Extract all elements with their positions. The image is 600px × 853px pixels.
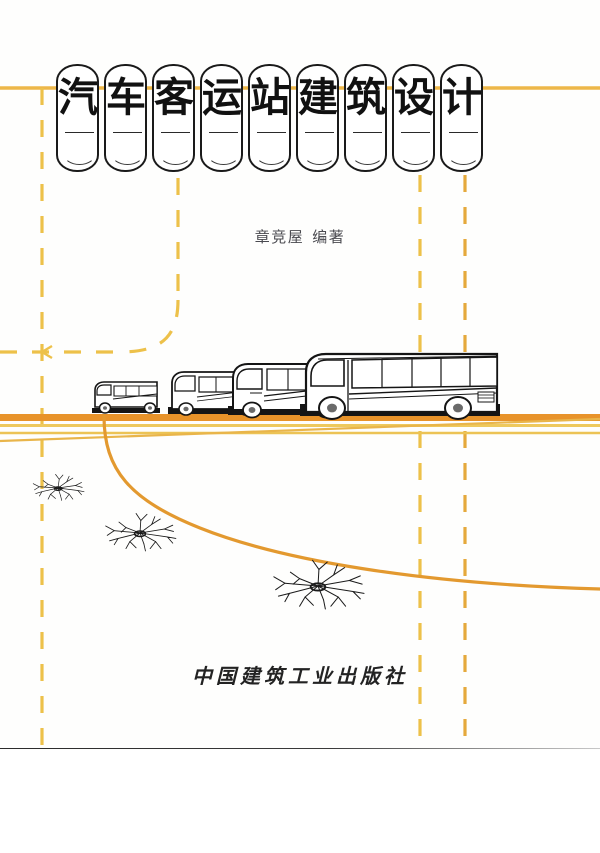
apron-pavement-band xyxy=(0,414,600,421)
page-bottom-rule xyxy=(0,748,600,749)
title-capsule-1: 汽 xyxy=(56,64,99,172)
kerb-diagonal-line xyxy=(0,417,600,443)
cover-title: 汽 车 客 运 站 xyxy=(56,64,483,172)
title-capsule-4: 运 xyxy=(200,64,243,172)
title-char-1: 汽 xyxy=(58,75,98,121)
capsule-rule xyxy=(113,132,142,134)
capsule-rule xyxy=(257,132,286,134)
author-credit: 章竞屋编著 xyxy=(0,226,600,247)
title-char-4: 运 xyxy=(202,75,242,121)
title-capsule-5: 站 xyxy=(248,64,291,172)
title-char-8: 设 xyxy=(394,75,434,121)
title-capsule-2: 车 xyxy=(104,64,147,172)
title-capsule-8: 设 xyxy=(392,64,435,172)
cover-print-area: 汽 车 客 运 站 xyxy=(0,64,600,748)
capsule-arc xyxy=(207,152,240,165)
title-capsule-9: 计 xyxy=(440,64,483,172)
title-capsule-6: 建 xyxy=(296,64,339,172)
title-char-7: 筑 xyxy=(346,75,386,121)
title-capsule-7: 筑 xyxy=(344,64,387,172)
capsule-arc xyxy=(159,152,192,165)
title-char-2: 车 xyxy=(106,75,146,121)
title-char-5: 站 xyxy=(250,75,290,121)
publisher-name: 中国建筑工业出版社 xyxy=(192,664,408,688)
capsule-arc xyxy=(63,152,96,165)
title-char-9: 计 xyxy=(442,75,482,121)
title-capsule-3: 客 xyxy=(152,64,195,172)
capsule-arc xyxy=(303,152,336,165)
capsule-rule xyxy=(209,132,238,134)
capsule-arc xyxy=(351,152,384,165)
road-geometry xyxy=(0,86,600,748)
capsule-arc xyxy=(111,152,144,165)
title-char-3: 客 xyxy=(154,75,194,121)
lane-dash-curve xyxy=(119,299,180,354)
capsule-rule xyxy=(401,132,430,134)
driveway-curve xyxy=(102,414,600,591)
capsule-rule xyxy=(353,132,382,134)
capsule-arc xyxy=(447,152,480,165)
capsule-arc xyxy=(399,152,432,165)
author-name: 章竞屋 xyxy=(254,228,305,246)
author-role: 编著 xyxy=(312,228,346,246)
lane-crossing-tick xyxy=(39,344,53,360)
capsule-rule xyxy=(161,132,190,134)
title-char-6: 建 xyxy=(298,75,338,121)
capsule-rule xyxy=(449,132,478,134)
capsule-arc xyxy=(255,152,288,165)
capsule-rule xyxy=(65,132,94,134)
capsule-rule xyxy=(305,132,334,134)
